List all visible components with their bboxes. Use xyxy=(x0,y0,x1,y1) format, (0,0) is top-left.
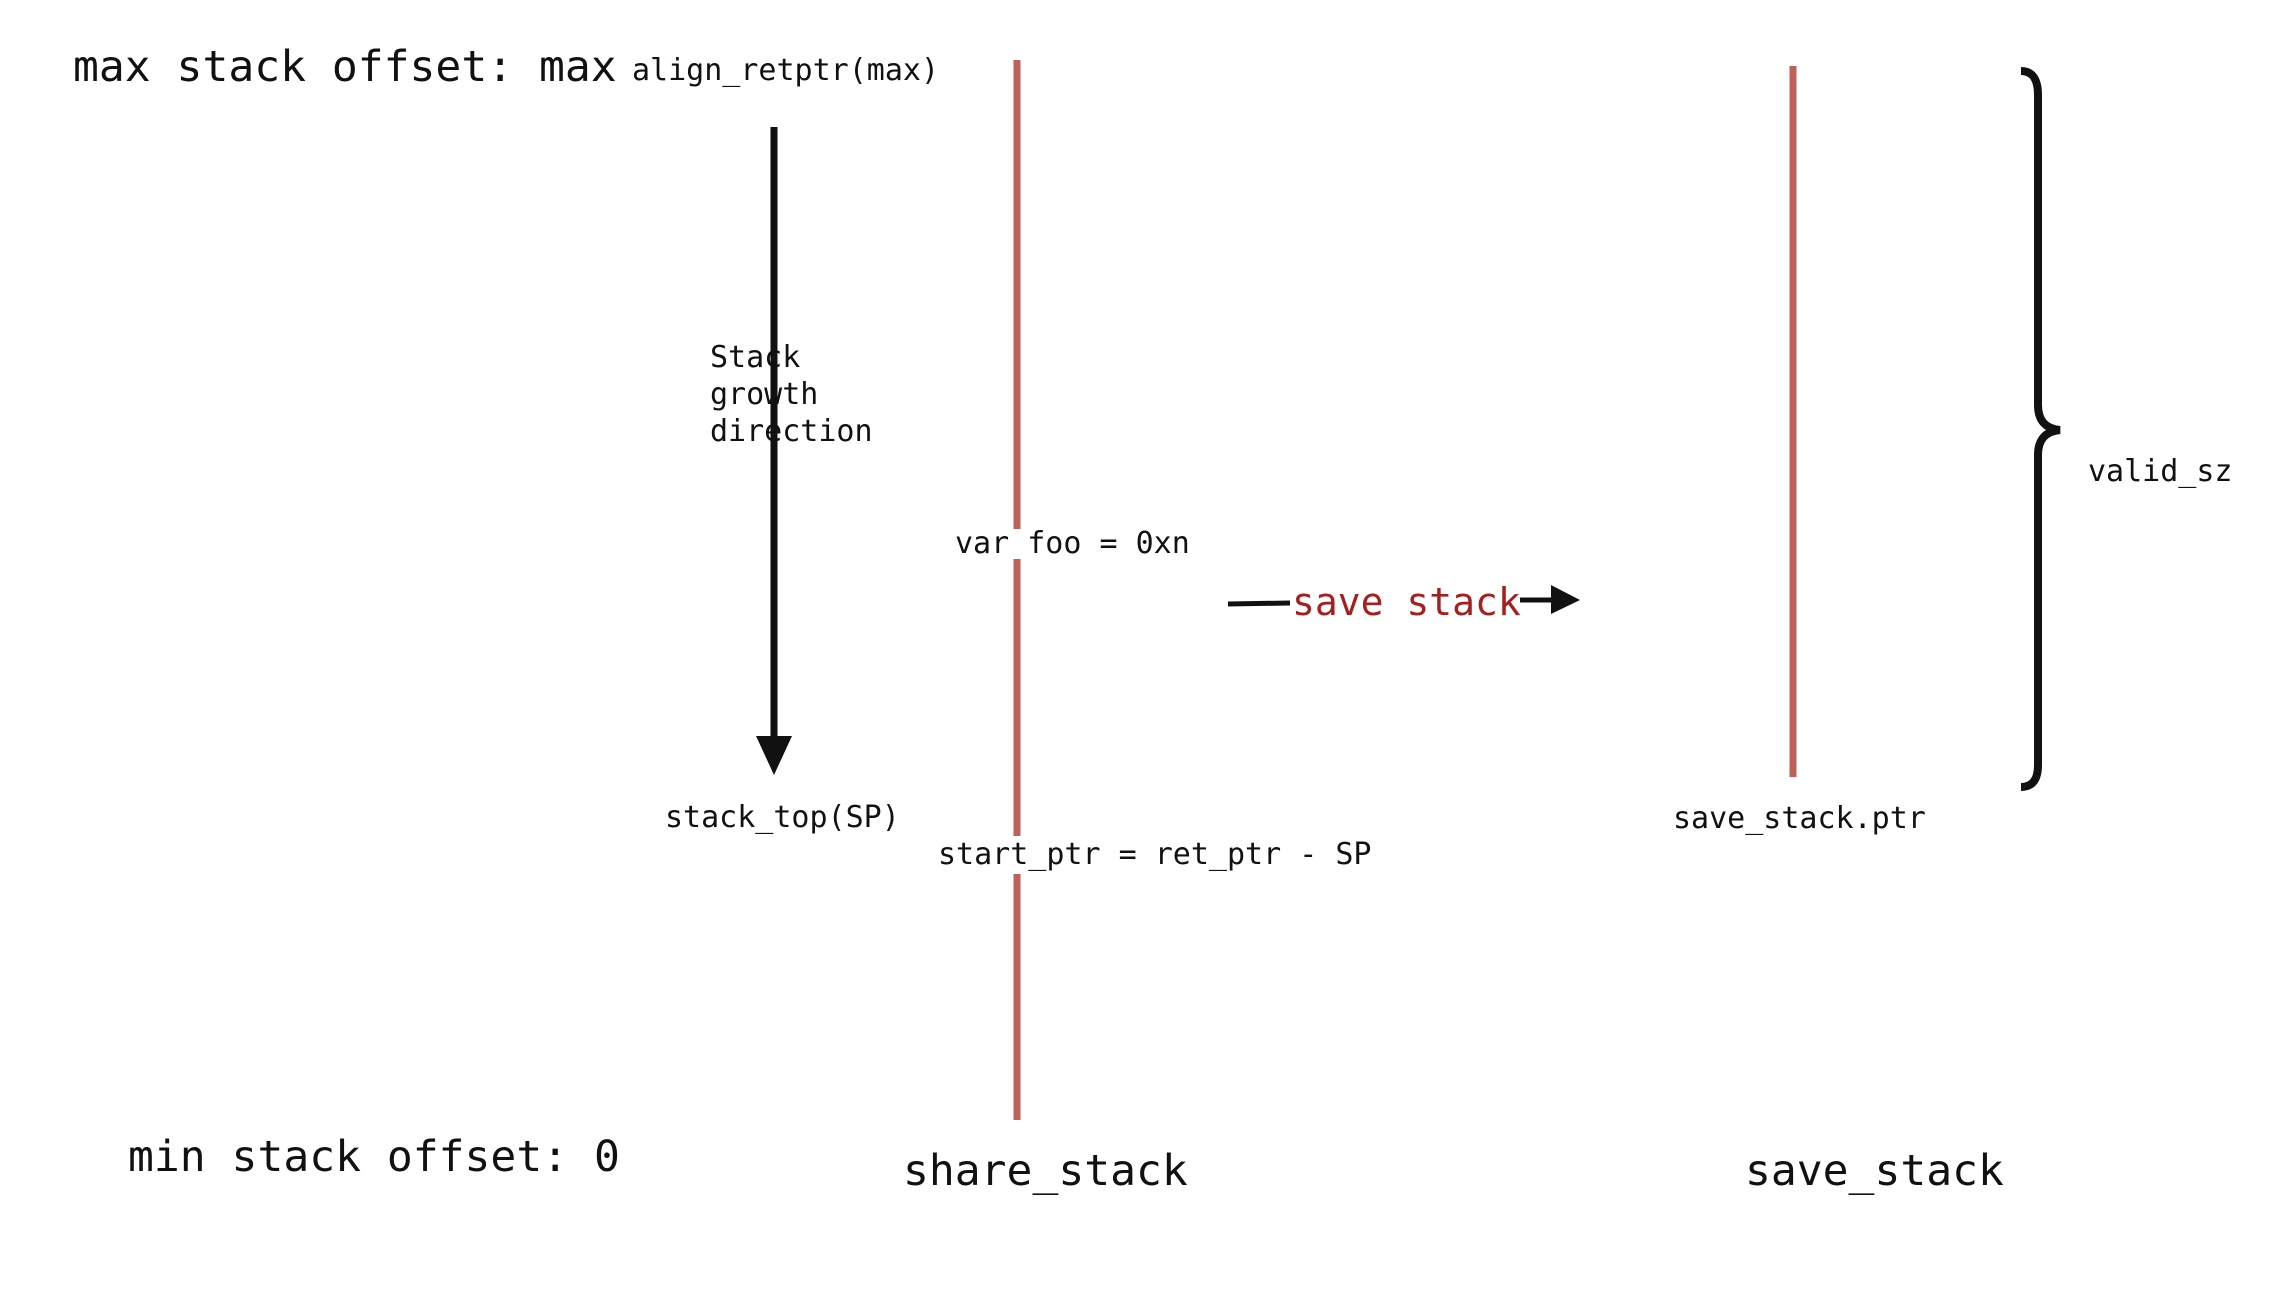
stack-growth-direction-label: Stack growth direction xyxy=(710,340,873,449)
stack-top-label: stack_top(SP) xyxy=(665,800,900,835)
share-stack-title: share_stack xyxy=(903,1146,1188,1196)
max-stack-offset-label: max stack offset: max xyxy=(73,42,617,92)
save-stack-action-label: save stack xyxy=(1292,580,1521,624)
valid-sz-brace xyxy=(2020,67,2061,791)
save-stack-title: save_stack xyxy=(1745,1146,2004,1196)
save-stack-ptr-label: save_stack.ptr xyxy=(1673,801,1926,836)
growth-arrow-head xyxy=(756,736,792,775)
min-stack-offset-label: min stack offset: 0 xyxy=(128,1132,620,1182)
align-retptr-label: align_retptr(max) xyxy=(632,53,940,88)
start-ptr-label: start_ptr = ret_ptr - SP xyxy=(938,836,1372,874)
save-arrow-head xyxy=(1551,585,1580,614)
var-foo-label: var foo = 0xn xyxy=(955,526,1190,561)
save-arrow-tail xyxy=(1227,600,1291,607)
valid-sz-label: valid_sz xyxy=(2088,454,2233,489)
